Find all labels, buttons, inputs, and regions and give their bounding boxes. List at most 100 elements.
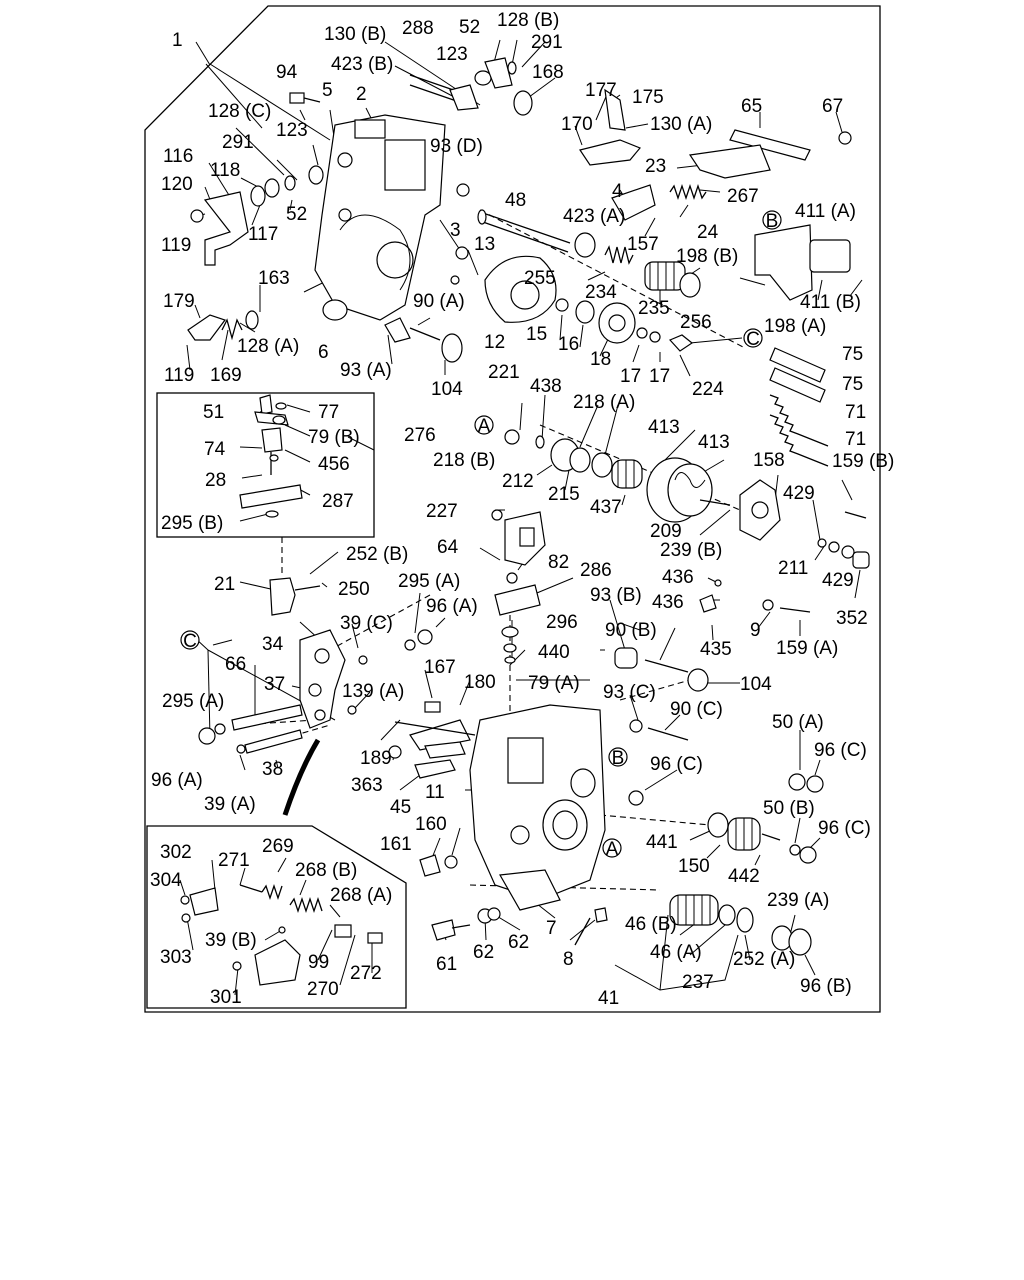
label: 180 — [464, 672, 496, 693]
label: 21 — [214, 574, 235, 595]
label: 37 — [264, 674, 285, 695]
part-labels: 1 130 (B) 288 52 128 (B) 291 423 (B) 123… — [150, 10, 894, 1009]
label: 61 — [436, 954, 457, 975]
label: 128 (A) — [237, 336, 299, 357]
label: 256 — [680, 312, 712, 333]
label: 96 (C) — [814, 740, 867, 761]
label: 24 — [697, 222, 719, 243]
label: 440 — [538, 642, 570, 663]
label: 170 — [561, 114, 593, 135]
label: 52 — [286, 204, 307, 225]
label: 252 (B) — [346, 544, 408, 565]
label: 45 — [390, 797, 411, 818]
label: 436 — [662, 567, 694, 588]
drive-shaft-48 — [477, 209, 571, 253]
label: 1 — [172, 30, 183, 51]
label: 177 — [585, 80, 617, 101]
label: 287 — [322, 491, 354, 512]
label: 161 — [380, 834, 412, 855]
label: 189 — [360, 748, 392, 769]
label: 4 — [612, 181, 623, 202]
label: 96 (A) — [426, 596, 478, 617]
label: 175 — [632, 87, 664, 108]
label: 286 — [580, 560, 612, 581]
label: 96 (B) — [800, 976, 852, 997]
plunger-parts-top — [555, 232, 701, 352]
label: 46 (B) — [625, 914, 677, 935]
label: 212 — [502, 471, 534, 492]
label: 17 — [620, 366, 641, 387]
label: 18 — [590, 349, 611, 370]
label: 82 — [548, 552, 569, 573]
label: 429 — [783, 483, 815, 504]
inset-pump-lever-parts — [180, 883, 383, 986]
label: 12 — [484, 332, 505, 353]
label: 291 — [222, 132, 254, 153]
label: 270 — [307, 979, 339, 1000]
label: 39 (A) — [204, 794, 256, 815]
callout-c-left: C — [183, 631, 197, 652]
label: 411 (B) — [800, 292, 861, 313]
bottom-parts — [419, 854, 812, 956]
label: 291 — [531, 32, 563, 53]
label: 211 — [778, 558, 808, 579]
label: 90 (C) — [670, 699, 723, 720]
label: 39 (C) — [340, 613, 393, 634]
label: 75 — [842, 374, 863, 395]
label: 104 — [740, 674, 772, 695]
label: 17 — [649, 366, 670, 387]
inset-box-lever — [156, 392, 375, 538]
label: 93 (C) — [603, 682, 656, 703]
label: 28 — [205, 470, 226, 491]
label: 8 — [563, 949, 574, 970]
label: 123 — [276, 120, 308, 141]
label: 157 — [627, 234, 659, 255]
label: 90 (B) — [605, 620, 657, 641]
label: 227 — [426, 501, 458, 522]
label: 7 — [546, 918, 557, 939]
label: 66 — [225, 654, 246, 675]
rods-75-studs-71 — [769, 347, 829, 467]
label: 130 (B) — [324, 24, 386, 45]
bracket-65-23 — [611, 129, 852, 301]
label: 442 — [728, 866, 760, 887]
label: 51 — [203, 402, 224, 423]
inset-box-pump-lever — [146, 825, 407, 1009]
label: 301 — [210, 987, 242, 1008]
label: 99 — [308, 952, 329, 973]
label: 120 — [161, 174, 193, 195]
label: 198 (A) — [764, 316, 826, 337]
label: 123 — [436, 44, 468, 65]
label: 221 — [488, 362, 520, 383]
callout-a-mid: A — [478, 416, 491, 437]
label: 64 — [437, 537, 459, 558]
label: 255 — [524, 268, 556, 289]
label: 160 — [415, 814, 447, 835]
label: 74 — [204, 439, 226, 460]
label: 239 (A) — [767, 890, 829, 911]
label: 302 — [160, 842, 192, 863]
label: 239 (B) — [660, 540, 722, 561]
callout-a-lower: A — [606, 839, 619, 860]
label: 169 — [210, 365, 242, 386]
label: 235 — [638, 298, 670, 319]
label: 295 (A) — [162, 691, 224, 712]
label: 352 — [836, 608, 868, 629]
label: 268 (A) — [330, 885, 392, 906]
label: 179 — [163, 291, 195, 312]
label: 168 — [532, 62, 564, 83]
label: 159 (A) — [776, 638, 838, 659]
label: 167 — [424, 657, 456, 678]
callout-b-top: B — [766, 211, 779, 232]
label: 437 — [590, 497, 622, 518]
label: 276 — [404, 425, 436, 446]
lower-pump-housing — [469, 704, 606, 911]
label: 158 — [753, 450, 785, 471]
label: 79 (B) — [308, 427, 360, 448]
label: 119 — [161, 235, 191, 256]
label: 13 — [474, 234, 495, 255]
label: 438 — [530, 376, 562, 397]
label: 128 (C) — [208, 101, 271, 122]
label: 435 — [700, 639, 732, 660]
roller-ring-12 — [484, 255, 557, 323]
